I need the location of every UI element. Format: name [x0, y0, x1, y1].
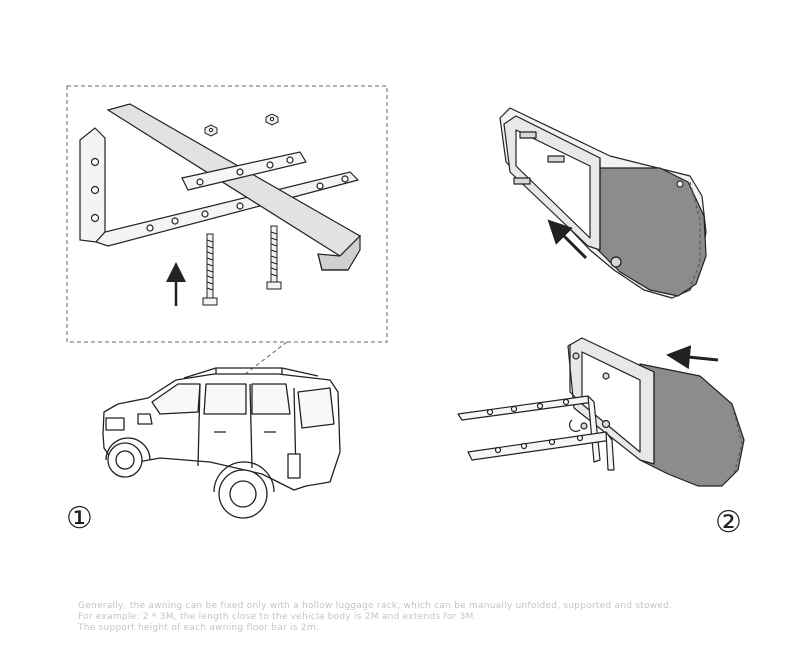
- support-brackets: [457, 395, 615, 471]
- l-bracket: [79, 127, 360, 247]
- note-line-3: The support height of each awning floor …: [78, 623, 319, 633]
- installation-notes: Generally, the awning can be fixed only …: [78, 601, 778, 634]
- note-line-2: For example: 2 * 3M, the length close to…: [78, 612, 477, 622]
- clamp-plate: [181, 151, 307, 191]
- awning-assembly-top: [499, 107, 707, 299]
- step-1-number: ①: [66, 501, 93, 536]
- nut-left: [204, 124, 218, 137]
- bolt-right: [266, 225, 282, 290]
- nut-right: [265, 113, 279, 126]
- slide-arrow-bottom: [666, 345, 719, 370]
- awning-assembly-bottom: [567, 337, 745, 487]
- bolt-left: [202, 233, 218, 306]
- suv-vehicle: [102, 367, 341, 519]
- slide-arrow-top: [547, 219, 588, 260]
- roof-rail-bar: [106, 103, 361, 271]
- step-2-number: ②: [715, 505, 742, 540]
- note-line-1: Generally, the awning can be fixed only …: [78, 601, 673, 611]
